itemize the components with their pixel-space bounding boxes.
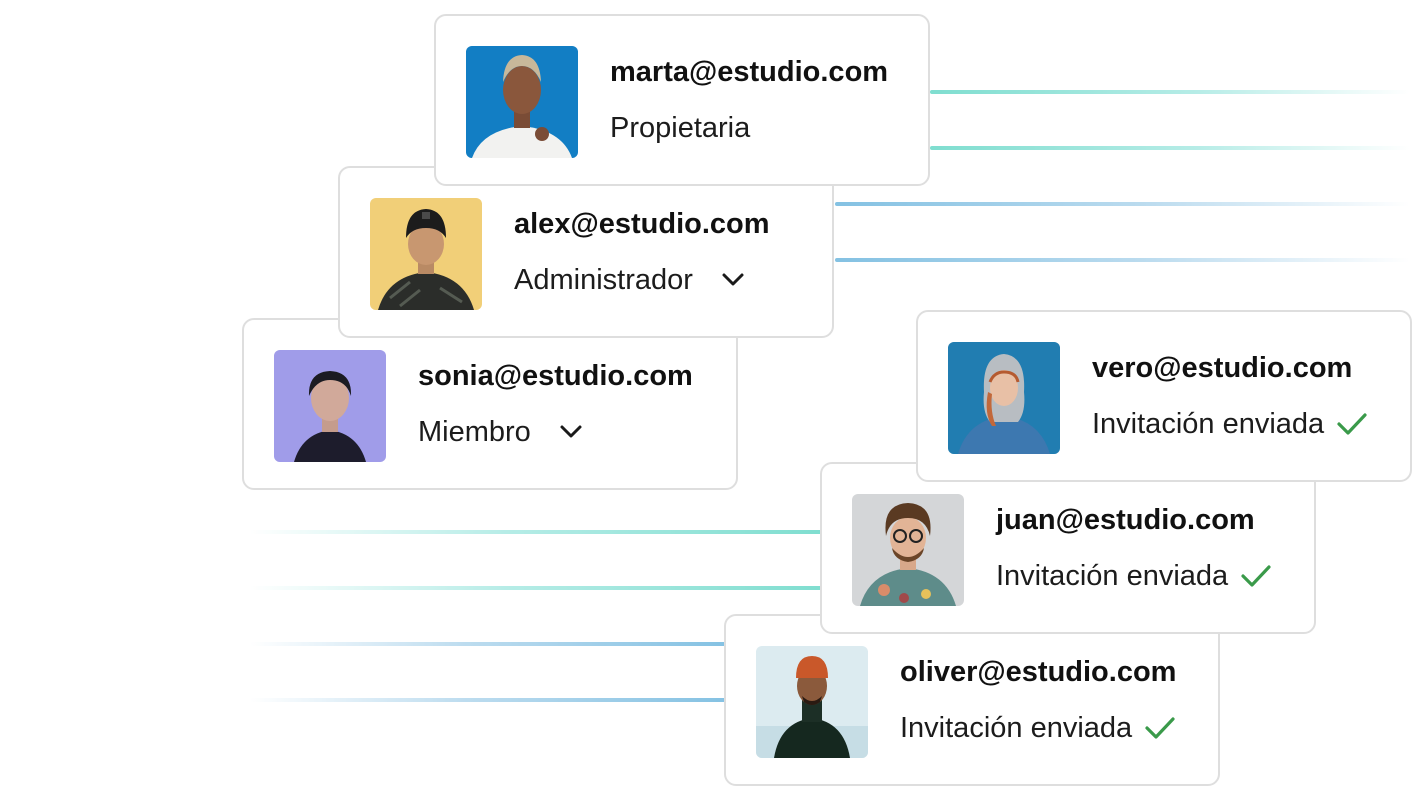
chevron-down-icon[interactable] — [557, 418, 585, 446]
connector-line — [250, 698, 730, 702]
member-email: vero@estudio.com — [1092, 352, 1353, 384]
member-role: Miembro — [418, 416, 531, 448]
member-email: marta@estudio.com — [610, 56, 889, 88]
chevron-down-icon[interactable] — [719, 266, 747, 294]
connector-line — [250, 642, 730, 646]
check-icon — [1240, 562, 1272, 590]
member-role: Propietaria — [610, 112, 751, 144]
member-card-vero: vero@estudio.com Invitación enviada — [916, 310, 1412, 482]
member-role: Administrador — [514, 264, 693, 296]
connector-line — [930, 146, 1410, 150]
member-card-marta: marta@estudio.com Propietaria — [434, 14, 930, 186]
member-email: alex@estudio.com — [514, 208, 770, 240]
member-card-oliver: oliver@estudio.com Invitación enviada — [724, 614, 1220, 786]
avatar — [370, 198, 482, 310]
avatar — [756, 646, 868, 758]
member-email: juan@estudio.com — [996, 504, 1255, 536]
member-email: oliver@estudio.com — [900, 656, 1177, 688]
member-card-alex: alex@estudio.com Administrador — [338, 166, 834, 338]
member-card-juan: juan@estudio.com Invitación enviada — [820, 462, 1316, 634]
member-role: Invitación enviada — [1092, 408, 1325, 440]
connector-line — [930, 90, 1410, 94]
member-role: Invitación enviada — [900, 712, 1133, 744]
member-role: Invitación enviada — [996, 560, 1229, 592]
connector-line — [250, 530, 825, 534]
check-icon — [1144, 714, 1176, 742]
connector-line — [835, 258, 1410, 262]
member-email: sonia@estudio.com — [418, 360, 693, 392]
avatar — [274, 350, 386, 462]
avatar — [852, 494, 964, 606]
avatar — [466, 46, 578, 158]
connector-line — [250, 586, 825, 590]
connector-line — [835, 202, 1410, 206]
member-card-sonia: sonia@estudio.com Miembro — [242, 318, 738, 490]
check-icon — [1336, 410, 1368, 438]
avatar — [948, 342, 1060, 454]
